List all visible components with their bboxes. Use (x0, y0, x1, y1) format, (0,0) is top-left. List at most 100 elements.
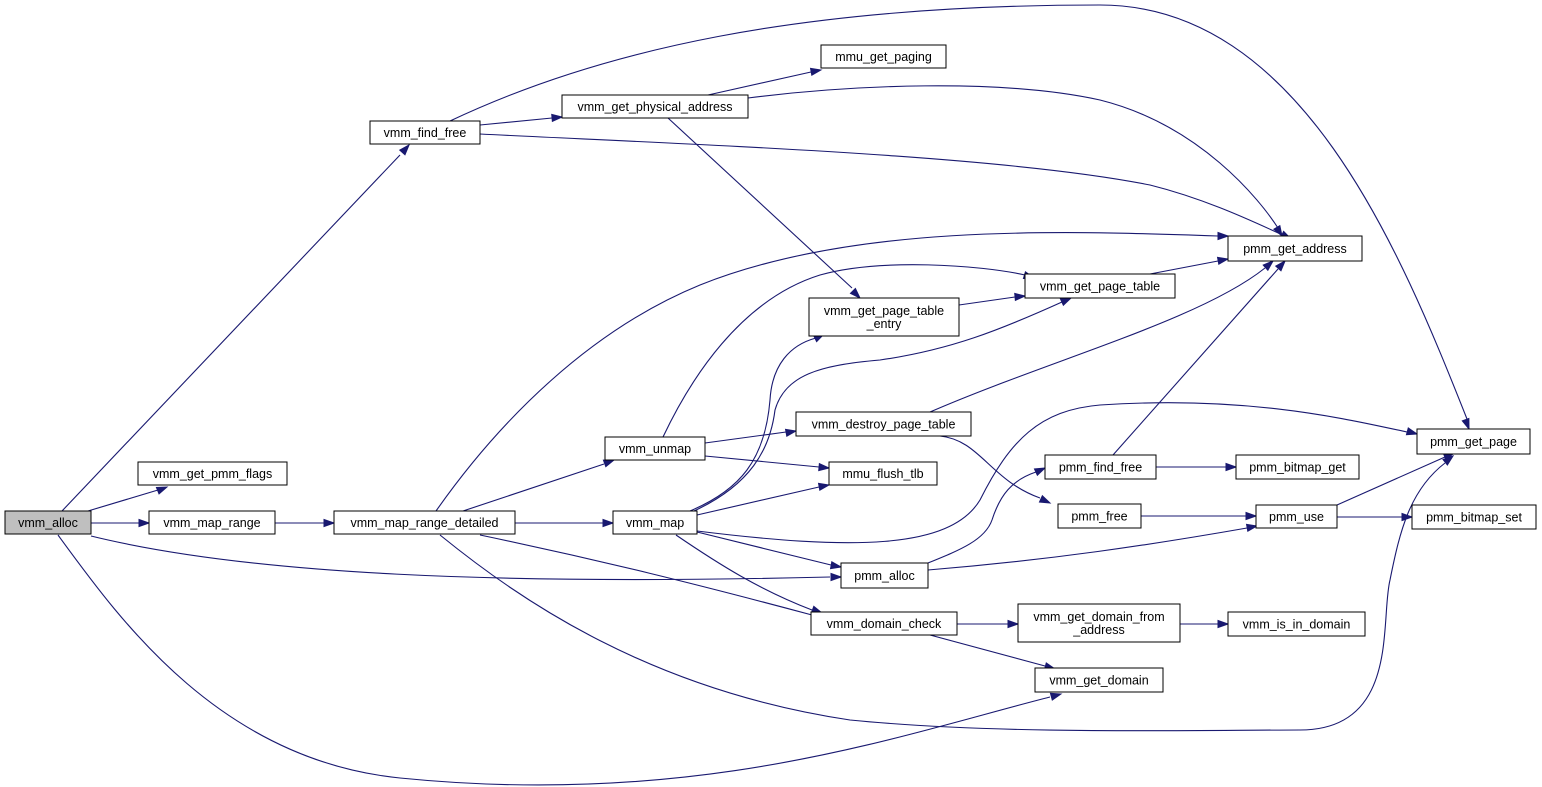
edge-vmm-get-physical-address-to-pmm-get-address (747, 85, 1283, 238)
edge-vmm-get-domain-from-address-to-vmm-is-in-domain (1180, 619, 1230, 629)
node-pmm-alloc[interactable]: pmm_alloc (840, 562, 929, 589)
node-vmm-get-page-table[interactable]: vmm_get_page_table (1024, 273, 1176, 299)
edge-vmm-alloc-to-vmm-get-pmm-flags (87, 486, 169, 512)
node-pmm-find-free[interactable]: pmm_find_free (1044, 454, 1157, 480)
arrowhead (1225, 462, 1238, 472)
arrowhead (1038, 494, 1052, 504)
edge-vmm-unmap-to-vmm-get-page-table (662, 264, 1036, 438)
node-label: vmm_map_range (163, 516, 260, 530)
edge-vmm-map-to-vmm-domain-check (675, 534, 824, 614)
edge-vmm-map-range-detailed-to-vmm-unmap (462, 459, 616, 512)
node-label: vmm_unmap (619, 442, 691, 456)
edge-vmm-alloc-to-vmm-get-domain (57, 534, 1063, 786)
arrowhead (1217, 231, 1230, 241)
arrowhead (1033, 467, 1047, 477)
arrowhead (323, 518, 336, 528)
node-pmm-use[interactable]: pmm_use (1255, 504, 1338, 529)
edge-vmm-get-physical-address-to-mmu-get-paging (707, 67, 823, 96)
node-label: pmm_bitmap_set (1426, 511, 1522, 525)
node-vmm-find-free[interactable]: vmm_find_free (369, 120, 481, 145)
node-label: vmm_domain_check (827, 617, 942, 631)
arrowhead (1216, 256, 1230, 266)
edge-vmm-destroy-page-table-to-pmm-get-address (929, 259, 1275, 413)
arrowhead (784, 428, 798, 438)
node-label: pmm_free (1071, 510, 1127, 524)
edge-pmm-find-free-to-pmm-bitmap-get (1156, 462, 1238, 472)
node-pmm-get-address[interactable]: pmm_get_address (1227, 235, 1363, 262)
node-label: vmm_get_physical_address (578, 100, 733, 114)
edge-vmm-find-free-to-pmm-get-page (449, 4, 1470, 431)
edge-vmm-map-range-to-vmm-map-range-detailed (275, 518, 336, 528)
arrowhead (830, 572, 843, 582)
node-vmm-is-in-domain[interactable]: vmm_is_in_domain (1227, 611, 1366, 637)
edge-vmm-domain-check-to-vmm-get-domain-from-address (957, 619, 1020, 629)
node-label: vmm_destroy_page_table (812, 418, 956, 432)
node-label: pmm_get_page (1430, 435, 1517, 449)
arrowhead (1461, 417, 1470, 431)
node-label: pmm_use (1269, 510, 1324, 524)
arrowhead (829, 560, 843, 570)
node-label: vmm_map_range_detailed (350, 516, 498, 530)
arrowhead (817, 482, 831, 492)
arrowhead (1049, 692, 1063, 701)
edge-vmm-alloc-to-vmm-find-free (61, 143, 411, 512)
node-label: vmm_get_domain_from (1033, 610, 1164, 624)
arrowhead (1059, 297, 1073, 307)
node-label: pmm_bitmap_get (1249, 461, 1346, 475)
call-nodes: vmm_allocvmm_get_pmm_flagsvmm_map_rangev… (4, 44, 1537, 693)
node-pmm-bitmap-get[interactable]: pmm_bitmap_get (1235, 454, 1360, 480)
node-vmm-map-range[interactable]: vmm_map_range (148, 510, 276, 535)
node-mmu-get-paging[interactable]: mmu_get_paging (820, 44, 947, 69)
node-vmm-unmap[interactable]: vmm_unmap (604, 436, 706, 461)
arrowhead (1274, 259, 1287, 272)
node-pmm-get-page[interactable]: pmm_get_page (1416, 428, 1531, 455)
node-label: vmm_get_pmm_flags (153, 467, 273, 481)
node-vmm-get-page-table-entry[interactable]: vmm_get_page_table_entry (808, 297, 960, 337)
arrowhead (1272, 224, 1283, 238)
node-mmu-flush-tlb[interactable]: mmu_flush_tlb (828, 461, 938, 486)
node-label: mmu_flush_tlb (842, 467, 923, 481)
node-vmm-alloc[interactable]: vmm_alloc (4, 510, 92, 535)
node-label: _address (1072, 623, 1124, 637)
node-vmm-map[interactable]: vmm_map (612, 510, 698, 535)
edge-vmm-destroy-page-table-to-pmm-free (939, 435, 1052, 504)
node-label: mmu_get_paging (835, 50, 932, 64)
arrowhead (809, 67, 823, 77)
node-label: pmm_get_address (1243, 242, 1347, 256)
node-vmm-destroy-page-table[interactable]: vmm_destroy_page_table (795, 411, 972, 437)
edge-pmm-alloc-to-pmm-use (927, 523, 1259, 571)
arrowhead (818, 462, 831, 472)
node-label: pmm_alloc (854, 569, 914, 583)
edge-vmm-get-page-table-to-pmm-get-address (1149, 256, 1230, 275)
node-vmm-get-domain-from-address[interactable]: vmm_get_domain_from_address (1017, 603, 1181, 643)
node-vmm-get-domain[interactable]: vmm_get_domain (1034, 667, 1164, 693)
node-label: vmm_get_page_table (824, 304, 944, 318)
node-vmm-get-pmm-flags[interactable]: vmm_get_pmm_flags (137, 461, 288, 486)
edge-vmm-unmap-to-vmm-destroy-page-table (704, 428, 798, 444)
node-vmm-map-range-detailed[interactable]: vmm_map_range_detailed (333, 510, 516, 535)
edge-vmm-map-to-pmm-get-page (696, 402, 1419, 544)
arrowhead (155, 486, 169, 495)
node-label: _entry (866, 317, 902, 331)
node-vmm-domain-check[interactable]: vmm_domain_check (810, 611, 958, 636)
node-vmm-get-physical-address[interactable]: vmm_get_physical_address (561, 94, 749, 119)
edge-vmm-map-range-detailed-to-vmm-domain-check (479, 534, 824, 619)
node-label: vmm_get_domain (1049, 674, 1148, 688)
node-pmm-free[interactable]: pmm_free (1057, 503, 1142, 529)
edge-vmm-get-page-table-entry-to-vmm-get-page-table (958, 292, 1027, 306)
edge-vmm-get-physical-address-to-vmm-get-page-table-entry (667, 117, 862, 300)
call-edges (57, 4, 1470, 786)
node-label: vmm_alloc (18, 516, 78, 530)
node-pmm-bitmap-set[interactable]: pmm_bitmap_set (1411, 504, 1537, 530)
node-label: vmm_find_free (384, 126, 467, 140)
node-label: vmm_is_in_domain (1243, 618, 1351, 632)
node-label: pmm_find_free (1059, 461, 1142, 475)
arrowhead (1014, 292, 1027, 302)
edge-vmm-map-range-detailed-to-pmm-get-page (439, 455, 1455, 732)
edge-vmm-map-range-detailed-to-vmm-map (515, 518, 615, 528)
arrowhead (1245, 523, 1259, 533)
edge-vmm-find-free-to-vmm-get-physical-address (479, 113, 564, 126)
arrowhead (551, 113, 564, 123)
arrowhead (1007, 619, 1020, 629)
